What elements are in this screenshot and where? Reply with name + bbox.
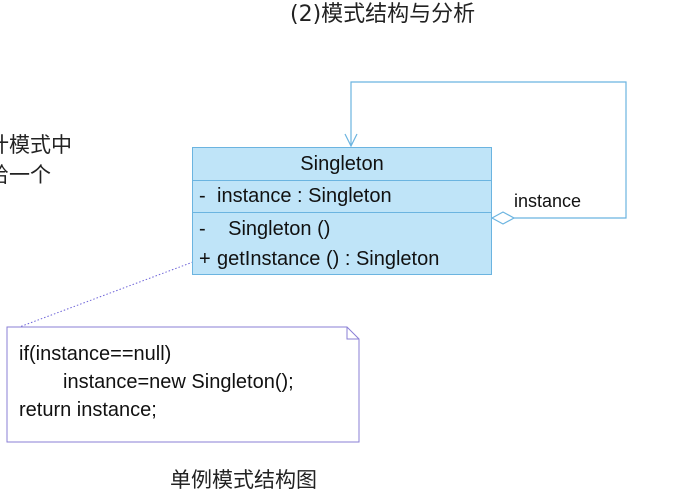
code-note: if(instance==null) instance=new Singleto… <box>7 327 359 442</box>
operation-text: Singleton () <box>228 218 331 240</box>
class-name: Singleton <box>193 148 491 181</box>
note-line-2: instance=new Singleton(); <box>63 371 294 393</box>
operation-visibility: - <box>199 218 206 240</box>
note-fold <box>346 327 359 340</box>
note-line-3: return instance; <box>19 399 157 421</box>
clipped-side-text: 计模式中 给一个 <box>0 130 72 190</box>
note-outline <box>6 326 360 443</box>
side-text-line-2: 给一个 <box>0 163 51 187</box>
diagram-caption: 单例模式结构图 <box>170 468 317 492</box>
operation-constructor: - Singleton () <box>199 214 491 244</box>
association-arrowhead <box>344 133 358 148</box>
side-text-line-1: 计模式中 <box>0 133 72 157</box>
attribute-text: instance : Singleton <box>217 185 392 207</box>
operation-text: getInstance () : Singleton <box>217 248 440 270</box>
attribute-visibility: - <box>199 185 206 207</box>
self-association-line <box>350 81 627 219</box>
class-attribute: -instance : Singleton <box>193 181 491 213</box>
class-operations: - Singleton () + getInstance () : Singlet… <box>193 213 491 274</box>
association-label: instance <box>514 191 582 211</box>
operation-getinstance: + getInstance () : Singleton <box>199 244 491 274</box>
singleton-class-box: Singleton -instance : Singleton - Single… <box>192 147 492 275</box>
operation-visibility: + <box>199 248 211 270</box>
section-heading: (2)模式结构与分析 <box>290 2 476 27</box>
note-connector <box>13 261 194 330</box>
note-line-1: if(instance==null) <box>19 343 172 365</box>
aggregation-diamond <box>490 211 516 225</box>
